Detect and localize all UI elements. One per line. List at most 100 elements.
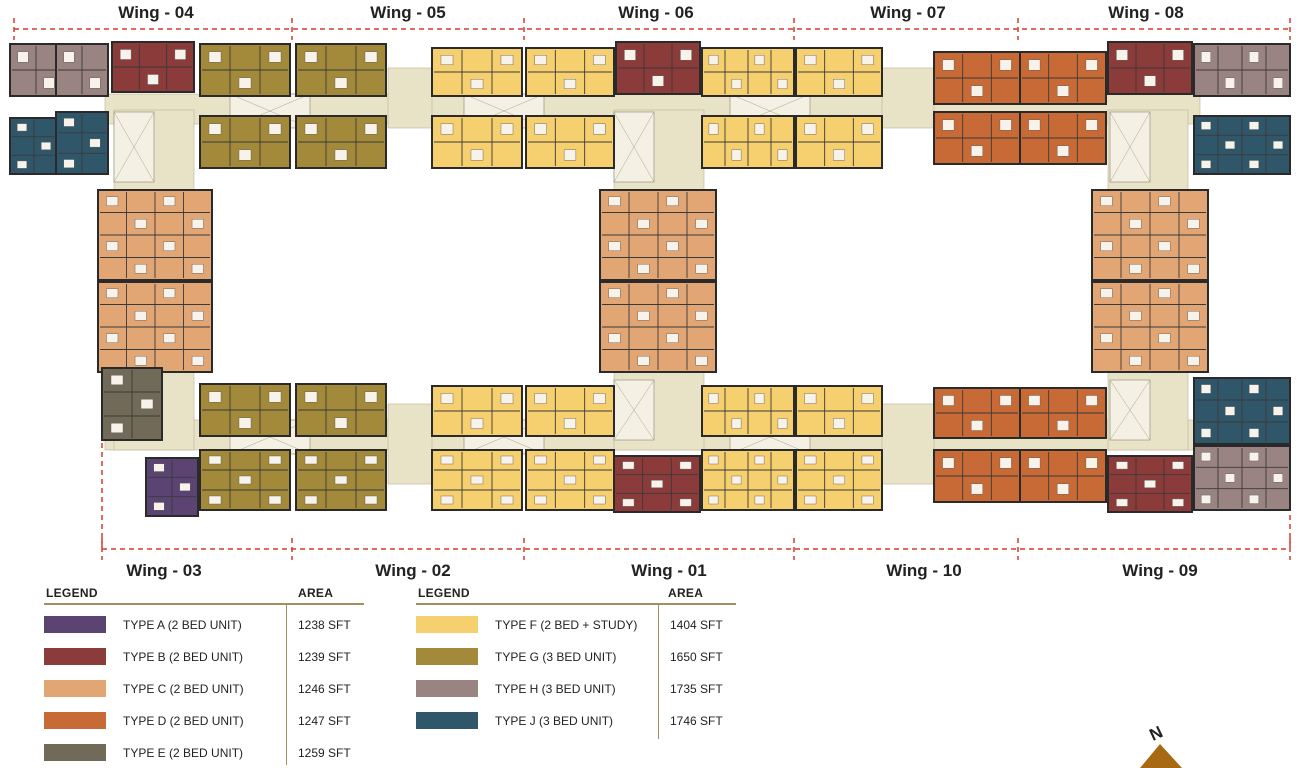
corridor xyxy=(881,67,935,129)
legend-area: 1746 SFT xyxy=(670,714,723,728)
unit-type-g xyxy=(295,449,387,511)
furniture xyxy=(1224,140,1235,150)
wing-label-07: Wing - 07 xyxy=(870,3,946,22)
furniture xyxy=(1028,395,1041,406)
furniture xyxy=(534,393,547,404)
furniture xyxy=(1100,196,1113,206)
furniture xyxy=(1085,457,1098,469)
furniture xyxy=(163,333,176,343)
furniture xyxy=(191,264,204,274)
furniture xyxy=(652,75,664,87)
swatch-type-g xyxy=(416,648,478,665)
legend-area: 1246 SFT xyxy=(298,682,351,696)
unit-type-g xyxy=(199,449,291,511)
furniture xyxy=(1057,483,1069,495)
furniture xyxy=(999,119,1012,131)
furniture xyxy=(89,138,101,148)
stair-cross xyxy=(1109,379,1151,441)
furniture xyxy=(731,149,742,161)
unit-type-f xyxy=(525,115,615,169)
swatch-type-d xyxy=(44,712,106,729)
furniture xyxy=(191,356,204,366)
unit-type-c xyxy=(1091,281,1209,373)
furniture xyxy=(17,51,29,63)
furniture xyxy=(804,55,817,66)
furniture xyxy=(1200,494,1211,504)
legend-area-header: AREA xyxy=(668,586,704,600)
furniture xyxy=(622,461,635,470)
unit-type-c xyxy=(1091,189,1209,281)
furniture xyxy=(861,393,874,404)
furniture xyxy=(777,78,788,89)
furniture xyxy=(708,123,719,135)
furniture xyxy=(106,333,119,343)
stair-cross xyxy=(613,111,655,183)
furniture xyxy=(304,495,318,505)
furniture xyxy=(106,196,119,206)
furniture xyxy=(1172,461,1184,470)
furniture xyxy=(754,393,765,404)
unit-type-g xyxy=(199,43,291,97)
furniture xyxy=(563,475,577,485)
furniture xyxy=(238,417,252,429)
furniture xyxy=(1100,241,1113,251)
legend-label: TYPE H (3 BED UNIT) xyxy=(495,682,616,696)
legend-area: 1238 SFT xyxy=(298,618,351,632)
furniture xyxy=(1100,288,1113,298)
legend-row-type-h: TYPE H (3 BED UNIT) 1735 SFT xyxy=(416,680,736,698)
north-arrow-head xyxy=(1140,744,1182,768)
furniture xyxy=(500,55,514,66)
wing-label-03: Wing - 03 xyxy=(126,561,202,580)
furniture xyxy=(695,356,708,366)
corridor xyxy=(387,67,433,129)
swatch-type-c xyxy=(44,680,106,697)
furniture xyxy=(334,149,348,161)
furniture xyxy=(440,393,454,404)
furniture xyxy=(666,288,679,298)
unit-type-d xyxy=(933,111,1021,165)
furniture xyxy=(1200,160,1211,169)
furniture xyxy=(861,495,874,505)
furniture xyxy=(304,455,318,465)
furniture xyxy=(1248,51,1259,63)
furniture xyxy=(1187,356,1200,366)
furniture xyxy=(1224,473,1235,483)
furniture xyxy=(708,393,719,404)
furniture xyxy=(470,78,484,89)
legend-row-type-g: TYPE G (3 BED UNIT) 1650 SFT xyxy=(416,648,736,666)
furniture xyxy=(1144,75,1156,87)
furniture xyxy=(651,480,663,488)
swatch-type-e xyxy=(44,744,106,761)
furniture xyxy=(861,455,874,465)
furniture xyxy=(364,123,378,135)
swatch-type-a xyxy=(44,616,106,633)
furniture xyxy=(440,455,454,465)
furniture xyxy=(134,311,147,321)
furniture xyxy=(268,455,282,465)
wing-label-09: Wing - 09 xyxy=(1122,561,1198,580)
wing-label-06: Wing - 06 xyxy=(618,3,694,22)
legend-row-type-j: TYPE J (3 BED UNIT) 1746 SFT xyxy=(416,712,736,730)
legend-left: LEGEND AREA TYPE A (2 BED UNIT) 1238 SFT… xyxy=(44,586,364,766)
swatch-type-j xyxy=(416,712,478,729)
unit-type-f xyxy=(795,115,883,169)
furniture xyxy=(1272,473,1283,483)
unit-type-d xyxy=(1019,387,1107,439)
furniture xyxy=(695,264,708,274)
furniture xyxy=(608,333,621,343)
furniture xyxy=(534,495,547,505)
furniture xyxy=(666,196,679,206)
furniture xyxy=(1200,384,1211,394)
furniture xyxy=(440,55,454,66)
corridor xyxy=(387,403,433,485)
unit-type-f xyxy=(701,47,795,97)
wing-label-08: Wing - 08 xyxy=(1108,3,1184,22)
furniture xyxy=(593,55,606,66)
furniture xyxy=(17,123,28,132)
furniture xyxy=(1200,51,1211,63)
legend-rule xyxy=(416,603,736,605)
furniture xyxy=(140,399,154,410)
furniture xyxy=(1085,119,1098,131)
furniture xyxy=(804,393,817,404)
furniture xyxy=(470,418,484,429)
